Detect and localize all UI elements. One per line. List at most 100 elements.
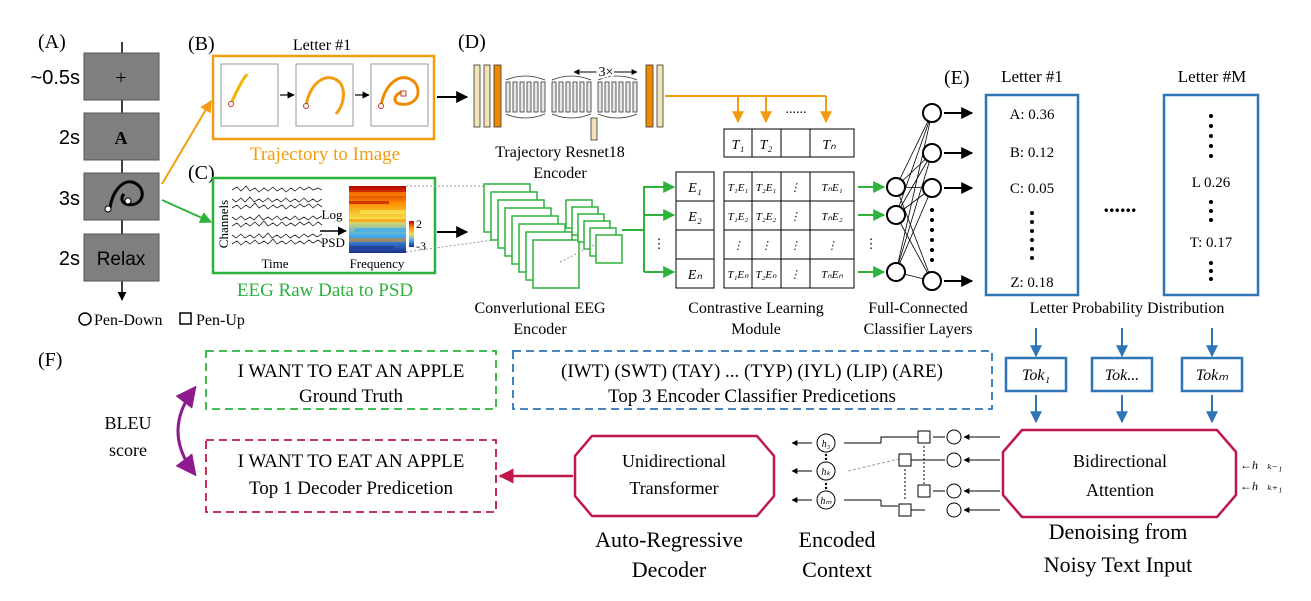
top1-text: I WANT TO EAT AN APPLE [238,451,465,472]
top3-text: (IWT) (SWT) (TAY) ... (TYP) (IYL) (LIP) … [561,361,943,382]
fc-input-dots: ⋮ [865,236,878,251]
pen-down-legend-label: Pen-Down [94,312,162,329]
step-content-letter: A [115,128,128,148]
sim-cell-r3c4: ⋮ [827,240,838,252]
eeg-log-label: Log [322,207,343,222]
resnet-caption-line2: Encoder [533,165,587,182]
attention-caption-line2: Noisy Text Input [1044,552,1192,577]
top3-label: Top 3 Encoder Classifier Predicetions [608,386,896,407]
decoder-caption-line1: Auto-Regressive [595,527,743,552]
resnet-pool [590,117,598,141]
resnet-layer-out-2 [656,64,664,128]
sim-cell-r3c3: ⋮ [790,240,801,252]
resnet-residual-blocks [505,81,638,113]
contrastive-module: T₁ T₂ Tₙ E₁ E₂ ⋮ Eₙ T₁E₁ T₂E₁ ⋮ TₙE₁ T₁E… [653,128,886,338]
eeg-time-label: Time [262,256,289,271]
pen-up-point-3 [400,90,407,97]
sim-cell-r1c1: T₁E₁ [728,182,749,194]
resnet-layer-in-3 [493,64,502,128]
similarity-cells: T₁E₁ T₂E₁ ⋮ TₙE₁ T₁E₂ T₂E₂ ⋮ TₙE₂ ⋮ ⋮ ⋮ … [727,182,843,281]
resnet-layer-in-2 [483,64,491,128]
resnet-layer-in-1 [473,64,481,128]
psd-scale-min: -3 [416,239,426,253]
prob-b: B: 0.12 [1010,145,1054,161]
eeg-panel: (C) Channels Time Log PSD 2 -3 F [188,162,469,301]
step-duration-writing: 3s [59,188,80,210]
panel-label-d: (D) [458,31,486,53]
context-label-m: hₘ [820,496,832,507]
trajectory-image-3 [370,63,429,127]
token-label-2: Tok... [1105,367,1140,384]
letter-first-title: Letter #1 [1001,67,1063,86]
decoder-section: Unidirectional Transformer Auto-Regressi… [498,428,1282,582]
decoder-box-line2: Transformer [629,478,718,498]
letters-caption: Letter Probability Distribution [1030,300,1225,317]
letter-last-title: Letter #M [1178,67,1246,86]
arrow-to-eeg [161,199,213,224]
top3-box [512,350,993,410]
eeg-psd-label: PSD [321,235,345,250]
panel-label-e: (E) [944,67,970,89]
token-label-1: Tok₁ [1022,367,1050,384]
decoder-caption-line2: Decoder [632,557,707,582]
attention-circle-4 [946,502,962,518]
prob-c: C: 0.05 [1010,181,1054,197]
t-cell-1: T₁ [732,138,745,153]
prob-z: Z: 0.18 [1010,275,1053,291]
sim-cell-r2c3: ⋮ [790,211,801,223]
hidden-prev-label: ←h⃗ₖ₋₁ [1240,458,1282,472]
eeg-frame [211,176,437,275]
prob-t: T: 0.17 [1190,235,1233,251]
sim-cell-r1c3: ⋮ [790,182,801,194]
stroke-partial-2 [304,76,345,115]
panel-label-c: (C) [188,162,215,184]
step-duration-fixation: ~0.5s [31,67,80,89]
attention-square-2 [898,453,912,467]
resnet-skip-connections [505,75,638,119]
pen-up-legend-label: Pen-Up [196,312,245,329]
context-node-1 [816,433,836,453]
bleu-arrow [175,385,197,477]
sim-cell-r4c3: ⋮ [790,269,801,281]
fc-input-node-2 [886,205,906,225]
token-box-2 [1090,356,1154,393]
context-label-k: hₖ [821,467,831,478]
attention-circle-1 [946,429,962,445]
prob-first-dots [1030,211,1034,260]
sim-cell-r2c1: T₁E₂ [728,211,749,223]
e-cell-n: Eₙ [687,268,703,283]
eeg-frequency-label: Frequency [350,256,405,271]
decoder-box-line1: Unidirectional [622,451,726,471]
prob-l: L 0.26 [1192,175,1231,191]
context-label-1: h₃ [822,439,831,450]
context-node-m [816,490,836,510]
step-box-fixation [83,52,160,101]
timeline-panel: (A) + A Relax ~0.5s 2s 3s 2s Pen-Down Pe… [31,31,245,329]
pen-down-legend-icon [78,312,92,326]
trajectory-panel: (B) Letter #1 Trajectory to Image [188,33,469,165]
ground-truth-label: Ground Truth [299,386,403,407]
prob-last-dots-top [1209,114,1213,158]
step-duration-letter: 2s [59,127,80,149]
t-cell-2: T₂ [760,138,773,153]
fc-input-node-1 [886,177,906,197]
prob-a: A: 0.36 [1010,107,1056,123]
fc-output-node-2 [922,143,942,163]
contrastive-caption-line1: Contrastive Learning [688,300,824,317]
eeg-channels-label: Channels [216,200,231,248]
bleu-line2: score [109,440,147,460]
sim-cell-r4c4: TₙEₙ [821,269,843,281]
panel-label-b: (B) [188,33,215,55]
pen-up-legend-icon [179,312,192,325]
step-duration-relax: 2s [59,248,80,270]
sim-cell-r2c2: T₂E₂ [756,211,777,223]
ground-truth-text: I WANT TO EAT AN APPLE [238,361,465,382]
eeg-raw-traces [231,185,323,246]
e-cell-2: E₂ [687,210,702,225]
sim-cell-r3c1: ⋮ [733,240,744,252]
sim-cell-r1c4: TₙE₁ [821,182,842,194]
fc-output-node-n [922,271,942,291]
ground-truth-box [205,350,497,410]
stroke-full-3 [379,76,420,107]
eeg-caption: EEG Raw Data to PSD [237,280,413,301]
